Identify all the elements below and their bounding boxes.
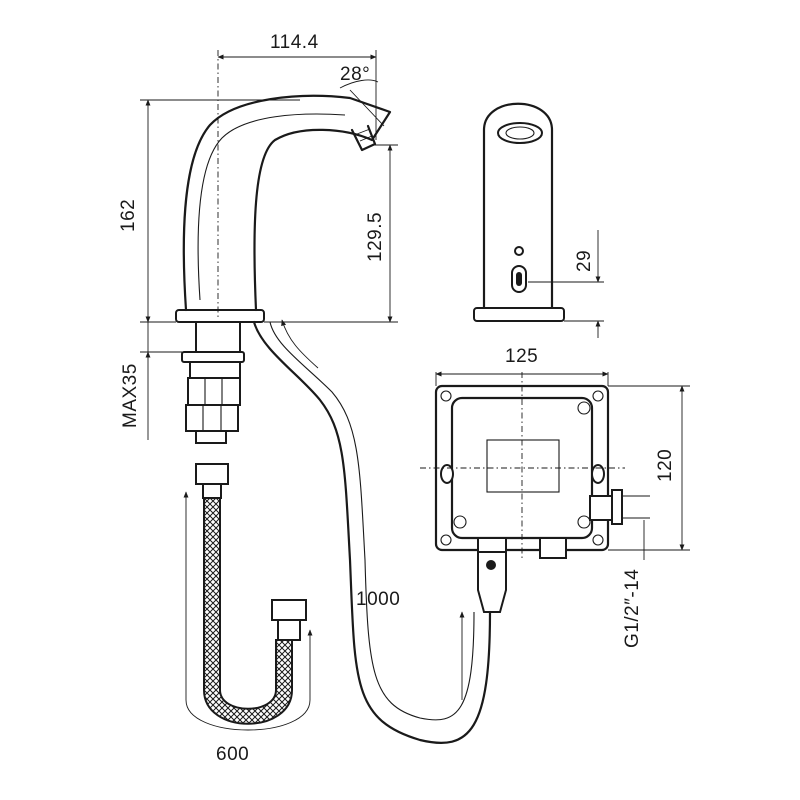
- label-total-height: 162: [118, 199, 139, 232]
- label-spout-angle: 28°: [340, 64, 370, 85]
- control-box: [420, 372, 625, 613]
- label-sensor-height: 29: [574, 250, 595, 272]
- label-inlet-thread: G1/2″-14: [622, 569, 643, 648]
- label-outlet-height: 129.5: [365, 212, 386, 262]
- braided-hose: [183, 463, 313, 731]
- sensor-cable: [252, 319, 492, 744]
- label-spout-reach: 114.4: [270, 32, 319, 53]
- faucet-front-view: [473, 102, 565, 322]
- dimension-lines: [140, 50, 690, 560]
- label-box-height: 120: [655, 449, 676, 482]
- label-mounting-depth: MAX35: [120, 363, 141, 428]
- label-box-width: 125: [505, 346, 538, 367]
- label-hose-length: 600: [216, 744, 249, 765]
- dimension-labels: 114.4 28° 162 129.5 29 MAX35 125 120 G1/…: [118, 32, 676, 765]
- faucet-side-view: [175, 50, 392, 444]
- label-cable-length: 1000: [356, 589, 400, 610]
